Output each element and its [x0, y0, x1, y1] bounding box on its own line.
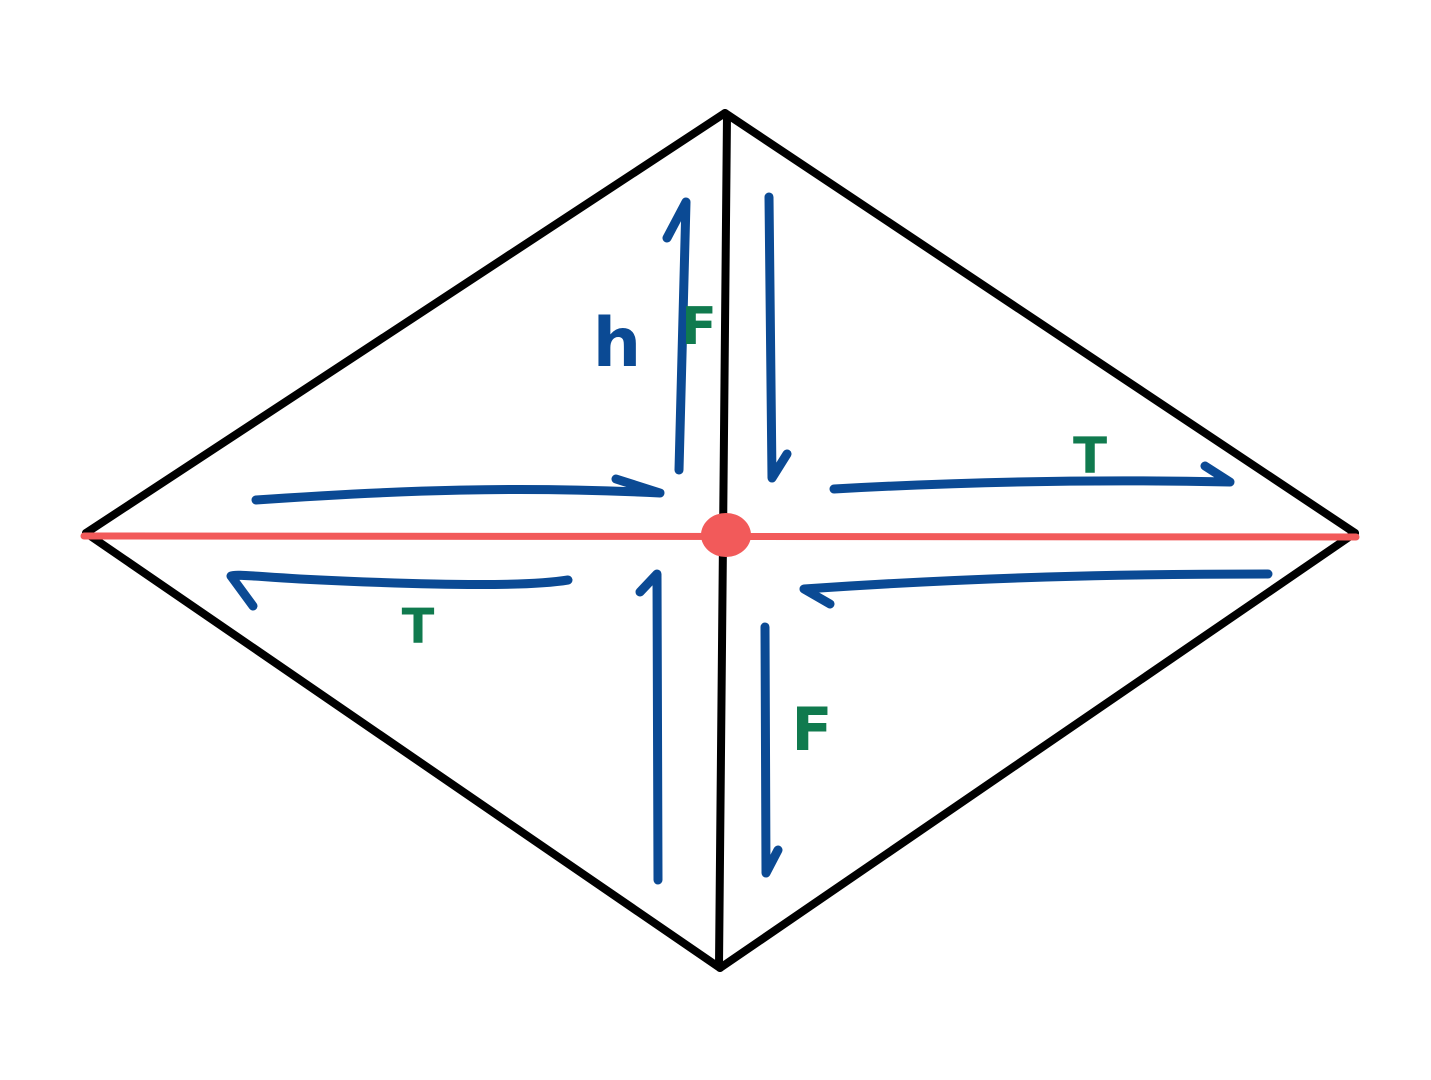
arrow-up-bottom-left — [635, 569, 663, 885]
arrow-left-upper-left — [251, 474, 665, 505]
rhombus-edge-top-left — [82, 109, 729, 537]
arrow-group — [226, 192, 1273, 885]
center-point — [701, 513, 751, 557]
label-tangent-right: T — [1073, 427, 1107, 485]
label-force-bottom: F — [792, 695, 833, 765]
arrow-down-top-right — [764, 192, 792, 483]
rhombus-outline — [82, 109, 1359, 972]
label-tangent-left: T — [402, 599, 435, 655]
arrow-down-bottom-right — [760, 622, 783, 878]
rhombus-edge-bottom-left — [82, 529, 724, 972]
arrow-up-top-left — [662, 197, 691, 475]
label-h: h — [593, 304, 641, 383]
arrow-left-lower-right — [799, 569, 1273, 609]
arrow-right-upper-right — [829, 461, 1235, 494]
label-force-top: F — [681, 297, 717, 357]
rhombus-edge-top-right — [721, 109, 1359, 537]
arrow-left-lower-left — [226, 570, 573, 611]
rhombus-edge-bottom-right — [716, 529, 1359, 972]
